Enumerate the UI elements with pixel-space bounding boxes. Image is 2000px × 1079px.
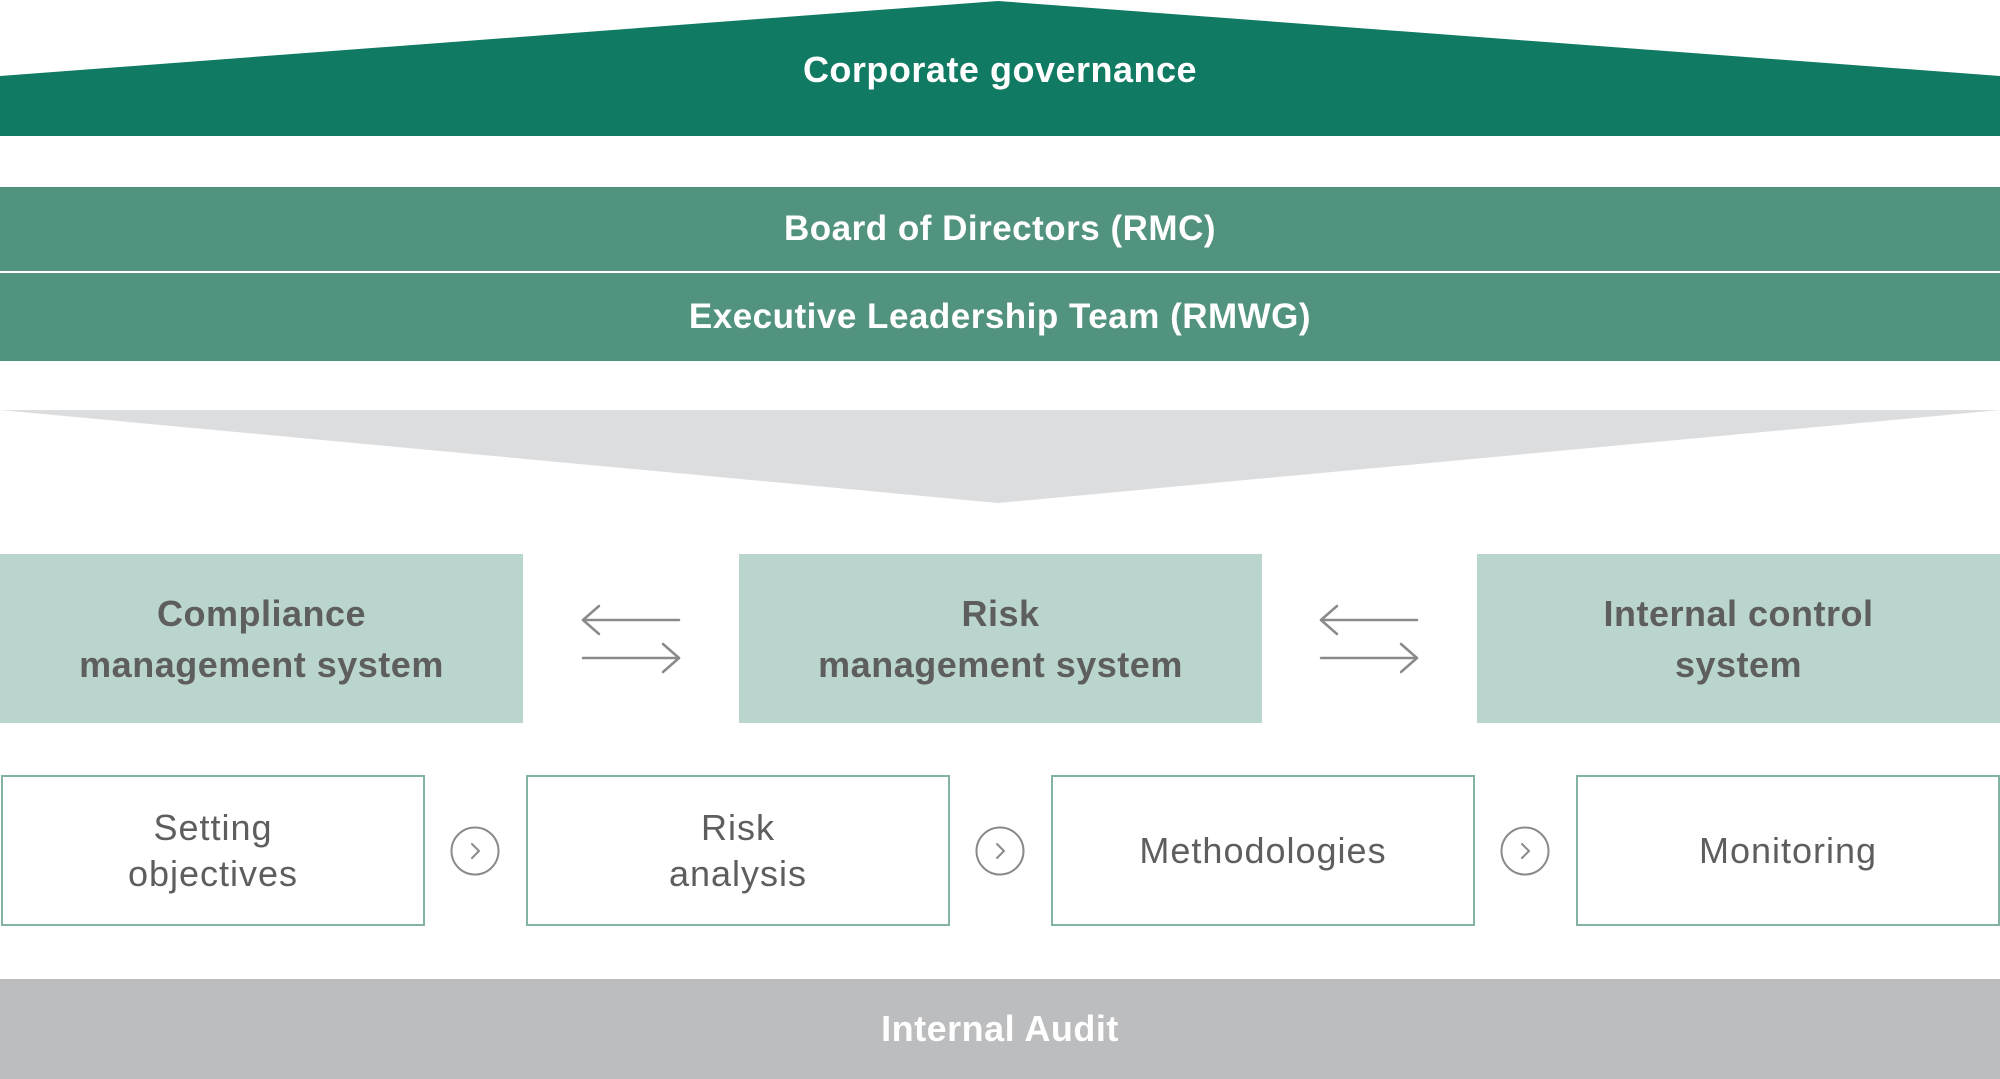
chevron-right-circle-icon (450, 826, 500, 876)
process-label-line1: Methodologies (1139, 829, 1387, 871)
process-label-line1: Setting (153, 806, 273, 848)
bidirectional-arrow-icon (1319, 604, 1419, 674)
process-label-line2: analysis (668, 852, 808, 894)
system-label-line1: Compliance (156, 592, 367, 634)
corporate-governance-roof (0, 1, 2000, 136)
executive-leadership-band: Executive Leadership Team (RMWG) (0, 273, 2000, 361)
process-step-risk-analysis: Risk analysis (526, 775, 950, 926)
process-step-methodologies: Methodologies (1051, 775, 1475, 926)
band-divider (0, 271, 2000, 273)
system-label-line1: Risk (961, 592, 1040, 634)
process-label-line2: objectives (127, 852, 299, 894)
corporate-governance-label: Corporate governance (802, 49, 1198, 90)
internal-audit-band: Internal Audit (0, 979, 2000, 1079)
system-label-line2: system (1674, 643, 1803, 685)
internal-control-system-box: Internal control system (1477, 554, 2000, 723)
process-label-line1: Monitoring (1698, 829, 1878, 871)
process-step-setting-objectives: Setting objectives (1, 775, 425, 926)
chevron-right-circle-icon (975, 826, 1025, 876)
governance-funnel (0, 410, 2000, 503)
board-of-directors-band: Board of Directors (RMC) (0, 187, 2000, 271)
system-label-line2: management system (79, 643, 444, 685)
system-label-line1: Internal control (1603, 592, 1874, 634)
process-step-monitoring: Monitoring (1576, 775, 2000, 926)
system-label-line2: management system (818, 643, 1183, 685)
chevron-right-circle-icon (1500, 826, 1550, 876)
compliance-management-system-box: Compliance management system (0, 554, 523, 723)
process-label-line1: Risk (701, 806, 775, 848)
bidirectional-arrow-icon (581, 604, 681, 674)
risk-management-system-box: Risk management system (739, 554, 1262, 723)
